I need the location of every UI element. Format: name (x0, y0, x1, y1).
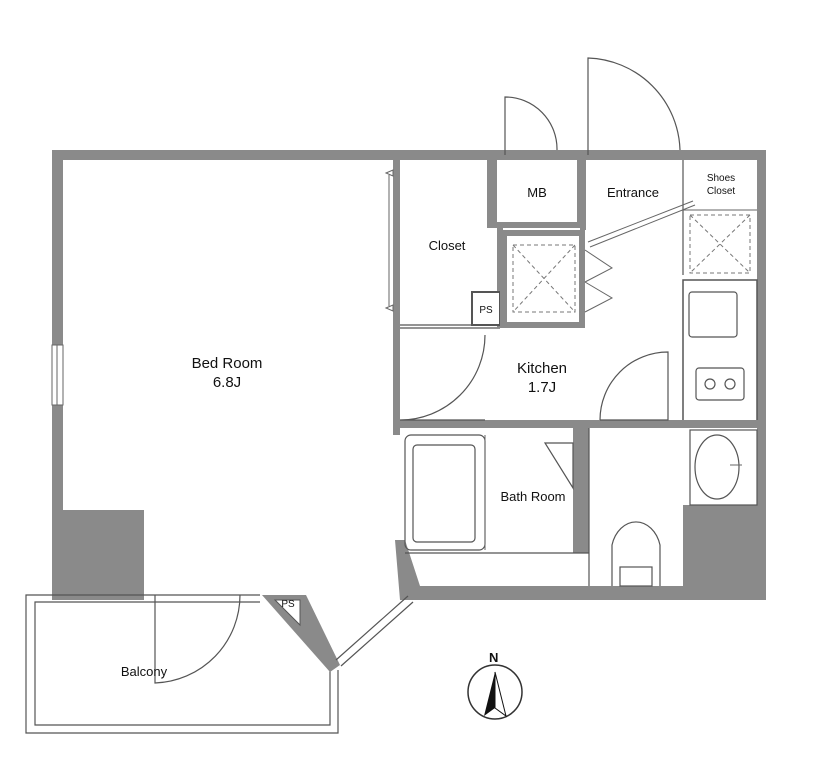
balcony-label: Balcony (121, 664, 168, 679)
bathtub (404, 434, 486, 551)
stove (695, 367, 745, 401)
interior-walls (393, 160, 766, 586)
entrance-label: Entrance (607, 185, 659, 200)
washbasin (689, 429, 758, 506)
doors (154, 57, 681, 684)
kitchen-label: Kitchen (517, 360, 567, 377)
shaft-box (512, 244, 614, 313)
bed-room-label: Bed Room (192, 355, 263, 372)
exterior-walls (52, 150, 766, 600)
kitchen-size: 1.7J (528, 379, 556, 396)
entrance-step (587, 200, 757, 248)
closet-doors (384, 169, 394, 312)
ps-closet-label: PS (479, 305, 493, 316)
bed-room-size: 6.8J (213, 374, 241, 391)
north-compass-icon: N (467, 650, 523, 720)
shoes-closet-label-line1: Shoes (707, 173, 735, 184)
sink (688, 291, 738, 338)
shoes-closet-label-line2: Closet (707, 186, 736, 197)
shoes-closet-box (689, 214, 751, 274)
ps-balcony-label: PS (281, 599, 295, 610)
toilet (611, 521, 661, 587)
closet-label: Closet (429, 238, 466, 253)
mb-label: MB (527, 185, 547, 200)
balcony (25, 594, 414, 734)
compass-label: N (489, 650, 498, 665)
left-window (51, 344, 64, 406)
bath-room-label: Bath Room (500, 489, 565, 504)
